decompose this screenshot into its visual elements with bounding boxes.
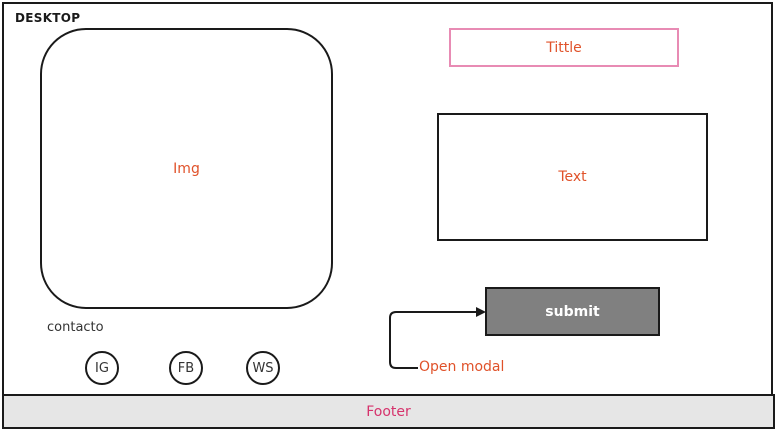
footer: Footer bbox=[2, 394, 775, 429]
image-placeholder-label: Img bbox=[173, 160, 200, 177]
contact-label: contacto bbox=[47, 320, 104, 335]
submit-button[interactable]: submit bbox=[485, 287, 660, 336]
title-placeholder: Tittle bbox=[449, 28, 679, 67]
instagram-link[interactable]: IG bbox=[85, 351, 119, 385]
facebook-link[interactable]: FB bbox=[169, 351, 203, 385]
image-placeholder: Img bbox=[40, 28, 333, 309]
whatsapp-link[interactable]: WS bbox=[246, 351, 280, 385]
text-placeholder-label: Text bbox=[558, 169, 587, 185]
frame-label: DESKTOP bbox=[15, 11, 81, 25]
open-modal-label: Open modal bbox=[419, 359, 505, 375]
footer-label: Footer bbox=[366, 403, 411, 420]
text-placeholder: Text bbox=[437, 113, 708, 241]
title-placeholder-label: Tittle bbox=[546, 39, 582, 56]
